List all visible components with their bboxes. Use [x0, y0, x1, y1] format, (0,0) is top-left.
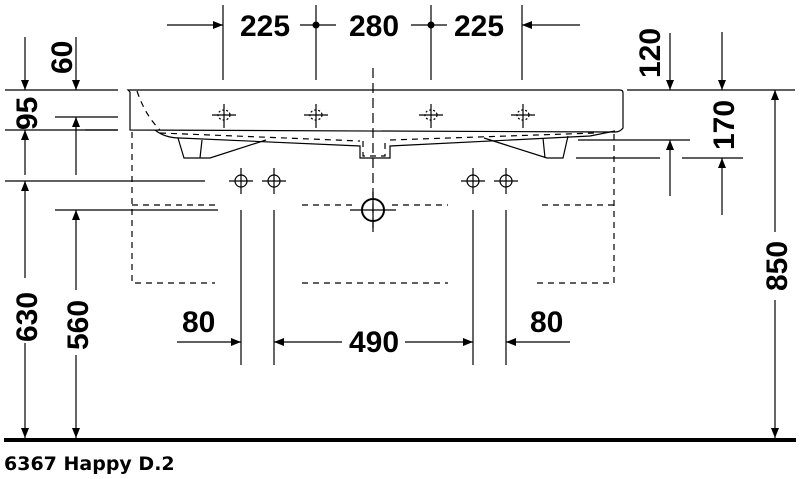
tap-hole-icon — [511, 104, 535, 128]
dimension-80-left: 80 — [182, 306, 215, 339]
dimension-95: 95 — [11, 97, 44, 130]
tap-hole-markers — [212, 104, 535, 128]
dimension-60: 60 — [46, 41, 79, 74]
right-dimension-chain: 120 170 850 — [576, 28, 795, 438]
dimension-225-right: 225 — [454, 10, 504, 43]
vanity-outline — [131, 132, 615, 284]
dimension-120: 120 — [634, 28, 667, 78]
dimension-170: 170 — [708, 100, 741, 150]
dimension-560: 560 — [62, 300, 95, 350]
dimension-490: 490 — [349, 326, 399, 359]
tap-hole-icon — [304, 104, 328, 128]
dimension-280: 280 — [349, 10, 399, 43]
left-dimension-chain: 60 95 630 560 — [5, 37, 218, 438]
product-caption: 6367 Happy D.2 — [4, 453, 175, 475]
dimension-225-left: 225 — [240, 10, 290, 43]
tap-hole-icon — [212, 104, 236, 128]
supply-connection-icon — [461, 168, 485, 194]
waste-outlet-icon — [350, 192, 396, 232]
dimension-630: 630 — [11, 292, 44, 342]
tap-hole-icon — [419, 104, 443, 128]
supply-connection-icon — [229, 168, 253, 194]
dimension-80-right: 80 — [530, 306, 563, 339]
supply-connection-icon — [262, 168, 286, 194]
supply-connections — [229, 168, 518, 194]
top-dimension-chain: 225 280 225 — [167, 5, 580, 80]
basin-outline — [126, 89, 624, 159]
bottom-dimension-chain: 80 490 80 — [177, 210, 570, 365]
dimension-850: 850 — [761, 241, 794, 291]
supply-connection-icon — [494, 168, 518, 194]
